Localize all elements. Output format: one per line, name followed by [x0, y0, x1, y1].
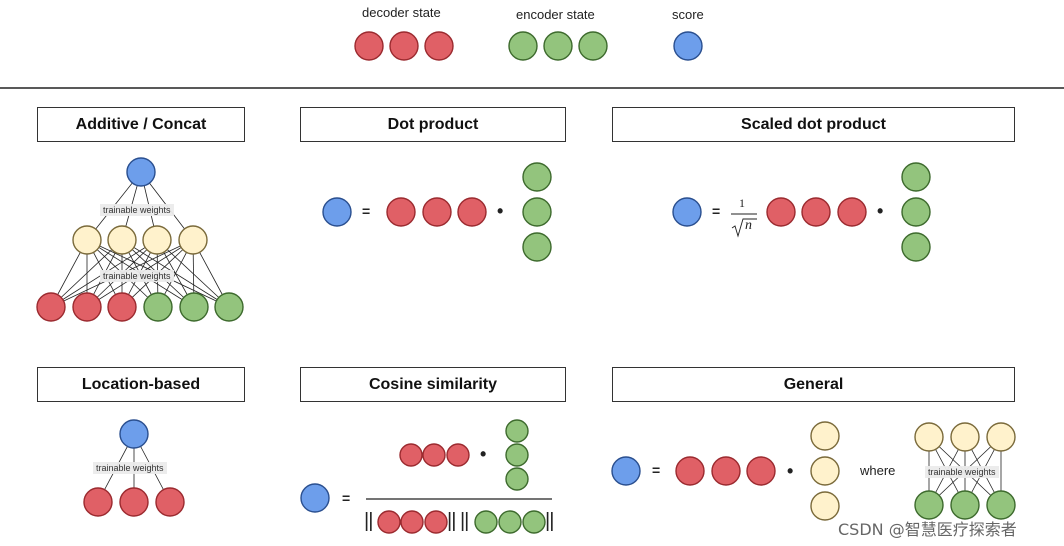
decoder-state-node	[354, 31, 384, 61]
cosine-norm-bar-mid: || ||	[447, 510, 469, 532]
panel-title-scaled-dot-product: Scaled dot product	[612, 107, 1015, 142]
scaled-denominator-n: n	[745, 218, 752, 233]
score-node	[322, 197, 352, 227]
decoder-state-node	[377, 510, 401, 534]
encoder-state-node	[950, 490, 980, 520]
score-node	[673, 31, 703, 61]
score-node	[611, 456, 641, 486]
encoder-state-node	[143, 292, 173, 322]
general-equals-sign: =	[652, 462, 661, 478]
additive-weights-top-label: trainable weights	[100, 204, 174, 216]
hidden-unit-node	[986, 422, 1016, 452]
decoder-state-node	[711, 456, 741, 486]
decoder-state-node	[72, 292, 102, 322]
scaled-equals-sign: =	[712, 203, 721, 219]
cosine-equals-sign: =	[342, 490, 351, 506]
decoder-state-node	[36, 292, 66, 322]
decoder-state-node	[837, 197, 867, 227]
encoder-state-node	[498, 510, 522, 534]
encoder-state-node	[901, 162, 931, 192]
general-where-label: where	[860, 463, 896, 478]
decoder-state-node	[422, 443, 446, 467]
encoder-state-node	[505, 443, 529, 467]
encoder-state-node	[505, 467, 529, 491]
encoder-state-node	[179, 292, 209, 322]
general-weights-label: trainable weights	[925, 466, 999, 478]
encoder-state-node	[522, 232, 552, 262]
decoder-state-node	[746, 456, 776, 486]
cosine-norm-bar-right: ||	[545, 510, 554, 532]
scaled-numerator: 1	[739, 196, 745, 210]
sqrt-symbol	[731, 218, 757, 238]
additive-weights-bottom-label: trainable weights	[100, 270, 174, 282]
encoder-state-node	[474, 510, 498, 534]
encoder-state-node	[901, 197, 931, 227]
dot-equals-sign: =	[362, 203, 371, 219]
decoder-state-node	[389, 31, 419, 61]
encoder-state-node	[522, 197, 552, 227]
panel-title-location-based: Location-based	[37, 367, 245, 402]
score-node	[126, 157, 156, 187]
score-node	[119, 419, 149, 449]
decoder-state-node	[422, 197, 452, 227]
hidden-unit-node	[810, 491, 840, 521]
panel-title-cosine-similarity: Cosine similarity	[300, 367, 566, 402]
encoder-state-node	[508, 31, 538, 61]
encoder-state-node	[543, 31, 573, 61]
decoder-state-node	[386, 197, 416, 227]
score-node	[672, 197, 702, 227]
legend-score-label: score	[672, 7, 704, 22]
hidden-unit-node	[810, 456, 840, 486]
encoder-state-node	[914, 490, 944, 520]
decoder-state-node	[801, 197, 831, 227]
hidden-unit-node	[72, 225, 102, 255]
location-weights-label: trainable weights	[93, 462, 167, 474]
hidden-unit-node	[107, 225, 137, 255]
watermark-text: CSDN @智慧医疗探索者	[838, 520, 1017, 539]
encoder-state-node	[522, 162, 552, 192]
hidden-unit-node	[178, 225, 208, 255]
decoder-state-node	[424, 510, 448, 534]
encoder-state-node	[986, 490, 1016, 520]
state-nodes	[36, 31, 1016, 534]
score-node	[300, 483, 330, 513]
cosine-norm-bar-left: ||	[364, 510, 373, 532]
connection-line	[50, 239, 123, 308]
decoder-state-node	[119, 487, 149, 517]
cosine-dot-operator: •	[480, 444, 487, 464]
encoder-state-node	[578, 31, 608, 61]
encoder-state-node	[901, 232, 931, 262]
decoder-state-node	[400, 510, 424, 534]
dot-product-operator: •	[497, 201, 504, 221]
panel-title-dot-product: Dot product	[300, 107, 566, 142]
encoder-state-node	[505, 419, 529, 443]
scaled-dot-operator: •	[877, 201, 884, 221]
hidden-unit-node	[950, 422, 980, 452]
decoder-state-node	[424, 31, 454, 61]
panel-title-general: General	[612, 367, 1015, 402]
decoder-state-node	[399, 443, 423, 467]
decoder-state-node	[446, 443, 470, 467]
decoder-state-node	[155, 487, 185, 517]
encoder-state-node	[522, 510, 546, 534]
encoder-state-node	[214, 292, 244, 322]
decoder-state-node	[766, 197, 796, 227]
decoder-state-node	[83, 487, 113, 517]
decoder-state-node	[107, 292, 137, 322]
hidden-unit-node	[810, 421, 840, 451]
hidden-unit-node	[142, 225, 172, 255]
decoder-state-node	[675, 456, 705, 486]
panel-title-additive: Additive / Concat	[37, 107, 245, 142]
decoder-state-node	[457, 197, 487, 227]
hidden-unit-node	[914, 422, 944, 452]
general-dot-operator: •	[787, 461, 794, 481]
legend-encoder-label: encoder state	[516, 7, 595, 22]
legend-decoder-label: decoder state	[362, 5, 441, 20]
